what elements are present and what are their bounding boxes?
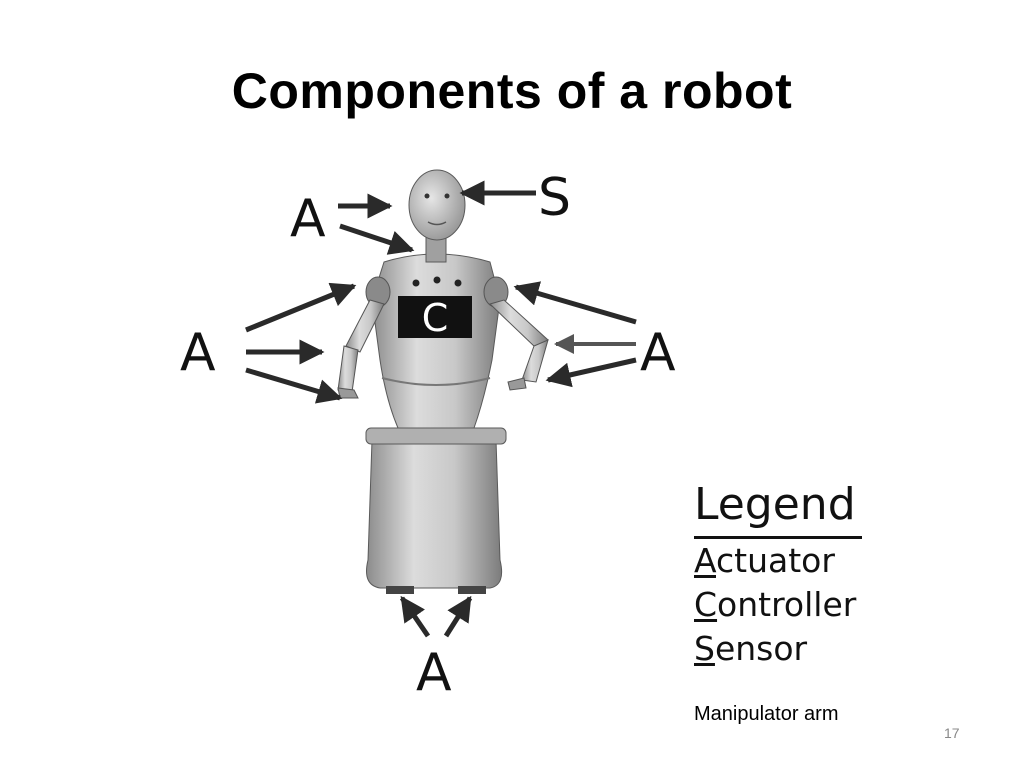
left-upper-arm [345, 299, 385, 353]
base-actuator-label: A [416, 643, 452, 700]
figure-caption: Manipulator arm [694, 703, 839, 725]
legend-rest: ontroller [717, 585, 857, 624]
head-arrows [338, 180, 536, 255]
legend: Legend Actuator Controller Sensor [694, 478, 904, 671]
right-arm-arrows [513, 281, 637, 388]
arrow [245, 367, 343, 404]
left-forearm [337, 345, 359, 393]
right-arm-actuator-label: A [640, 323, 676, 383]
base-collar [365, 427, 507, 445]
controller-panel [398, 296, 472, 338]
legend-item-actuator: Actuator [694, 539, 904, 583]
wheel-right [458, 586, 486, 594]
slide-title: Components of a robot [231, 63, 793, 119]
legend-rest: ctuator [716, 541, 835, 580]
right-hand [507, 377, 527, 391]
arrow [513, 281, 637, 325]
arrow [399, 595, 431, 638]
left-arm-actuator-label: A [180, 323, 216, 383]
head-sensor-label: S [538, 168, 571, 228]
legend-initial: S [694, 629, 715, 668]
legend-item-sensor: Sensor [694, 627, 904, 671]
legend-initial: A [694, 541, 716, 580]
legend-rest: ensor [714, 629, 808, 668]
arrow [245, 282, 357, 333]
right-forearm [521, 339, 549, 383]
legend-item-controller: Controller [694, 583, 904, 627]
page-number: 17 [944, 725, 960, 741]
legend-heading: Legend [694, 478, 862, 539]
shoulder-indicator [454, 279, 462, 287]
eye-left [424, 193, 430, 199]
right-upper-arm [489, 299, 549, 349]
eye-right [444, 193, 450, 199]
shoulder-indicator [433, 276, 441, 284]
shoulder-indicator [412, 279, 420, 287]
robot-diagram: C A S A [180, 168, 676, 700]
robot-base [366, 439, 503, 589]
base-arrows [399, 595, 473, 638]
left-hand [337, 387, 359, 399]
robot-figure: C [337, 169, 549, 594]
arrow [443, 595, 473, 638]
robot-head [408, 169, 466, 241]
arrow [339, 223, 415, 255]
arrow [545, 357, 637, 388]
left-arm-arrows [245, 282, 357, 404]
controller-label: C [422, 296, 449, 340]
legend-initial: C [694, 585, 718, 624]
head-actuator-label: A [290, 189, 326, 249]
wheel-left [386, 586, 414, 594]
